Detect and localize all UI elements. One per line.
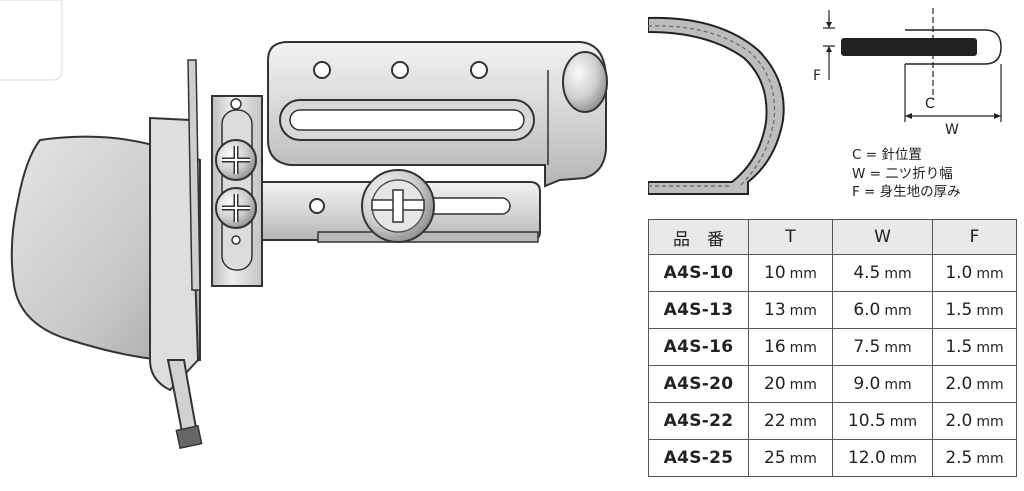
- label-w: W: [945, 122, 959, 138]
- legend-item: C = 針位置: [852, 147, 922, 163]
- label-f: F: [813, 68, 821, 84]
- unit-label: mm: [884, 303, 912, 319]
- unit-label: mm: [976, 414, 1004, 430]
- model-cell: A4S-25: [648, 439, 749, 477]
- unit-label: mm: [976, 340, 1004, 356]
- unit-label: mm: [789, 303, 817, 319]
- fold-cross-section-diagram: [648, 16, 785, 195]
- w-cell-value: 6.0: [853, 300, 881, 320]
- unit-label: mm: [976, 266, 1004, 282]
- unit-label: mm: [884, 340, 912, 356]
- model-cell: A4S-13: [648, 291, 749, 329]
- legend-item: W = 二ツ折り幅: [852, 165, 953, 182]
- unit-label: mm: [789, 377, 817, 393]
- t-cell-value: 13: [764, 300, 786, 320]
- w-cell-value: 12.0: [847, 448, 886, 468]
- label-c: C: [925, 96, 935, 112]
- unit-label: mm: [976, 303, 1004, 319]
- header-model: 品 番: [648, 219, 749, 255]
- t-cell-value: 16: [764, 337, 786, 357]
- unit-label: mm: [884, 377, 912, 393]
- attachment-illustration: [0, 0, 608, 449]
- dimension-diagram: F C W: [813, 8, 1002, 138]
- f-cell-value: 1.5: [945, 300, 973, 320]
- model-cell: A4S-10: [648, 254, 749, 292]
- header-f: F: [932, 219, 1017, 255]
- unit-label: mm: [789, 451, 817, 467]
- model-cell-value: A4S-22: [663, 411, 734, 431]
- table-header-row: 品 番 T W F: [648, 219, 1017, 255]
- legend: C = 針位置 W = 二ツ折り幅 F = 身生地の厚み: [852, 146, 961, 202]
- model-cell: A4S-20: [648, 365, 749, 403]
- model-cell: A4S-16: [648, 328, 749, 366]
- model-cell: A4S-22: [648, 402, 749, 440]
- header-t: T: [748, 219, 833, 255]
- model-cell-value: A4S-16: [663, 337, 734, 357]
- unit-label: mm: [976, 377, 1004, 393]
- tail-guide: [166, 359, 198, 434]
- w-cell-value: 9.0: [853, 374, 881, 394]
- w-cell-value: 4.5: [853, 263, 881, 283]
- legend-item: F = 身生地の厚み: [852, 184, 961, 200]
- w-cell-value: 7.5: [853, 337, 881, 357]
- f-cell-value: 1.0: [945, 263, 973, 283]
- model-cell-value: A4S-20: [663, 374, 734, 394]
- f-cell-value: 1.5: [945, 337, 973, 357]
- unit-label: mm: [889, 451, 918, 467]
- f-cell-value: 2.5: [945, 448, 973, 468]
- unit-label: mm: [884, 266, 912, 282]
- t-cell-value: 20: [764, 374, 786, 394]
- unit-label: mm: [789, 340, 817, 356]
- model-cell-value: A4S-13: [663, 300, 734, 320]
- unit-label: mm: [976, 451, 1004, 467]
- w-cell-value: 10.5: [847, 411, 886, 431]
- f-cell-value: 2.0: [945, 374, 973, 394]
- header-w: W: [832, 219, 933, 255]
- unit-label: mm: [789, 266, 817, 282]
- model-cell-value: A4S-25: [663, 448, 734, 468]
- model-cell-value: A4S-10: [663, 263, 734, 283]
- unit-label: mm: [889, 414, 918, 430]
- f-cell-value: 2.0: [945, 411, 973, 431]
- t-cell-value: 22: [764, 411, 786, 431]
- t-cell-value: 25: [764, 448, 786, 468]
- t-cell-value: 10: [764, 263, 786, 283]
- unit-label: mm: [789, 414, 817, 430]
